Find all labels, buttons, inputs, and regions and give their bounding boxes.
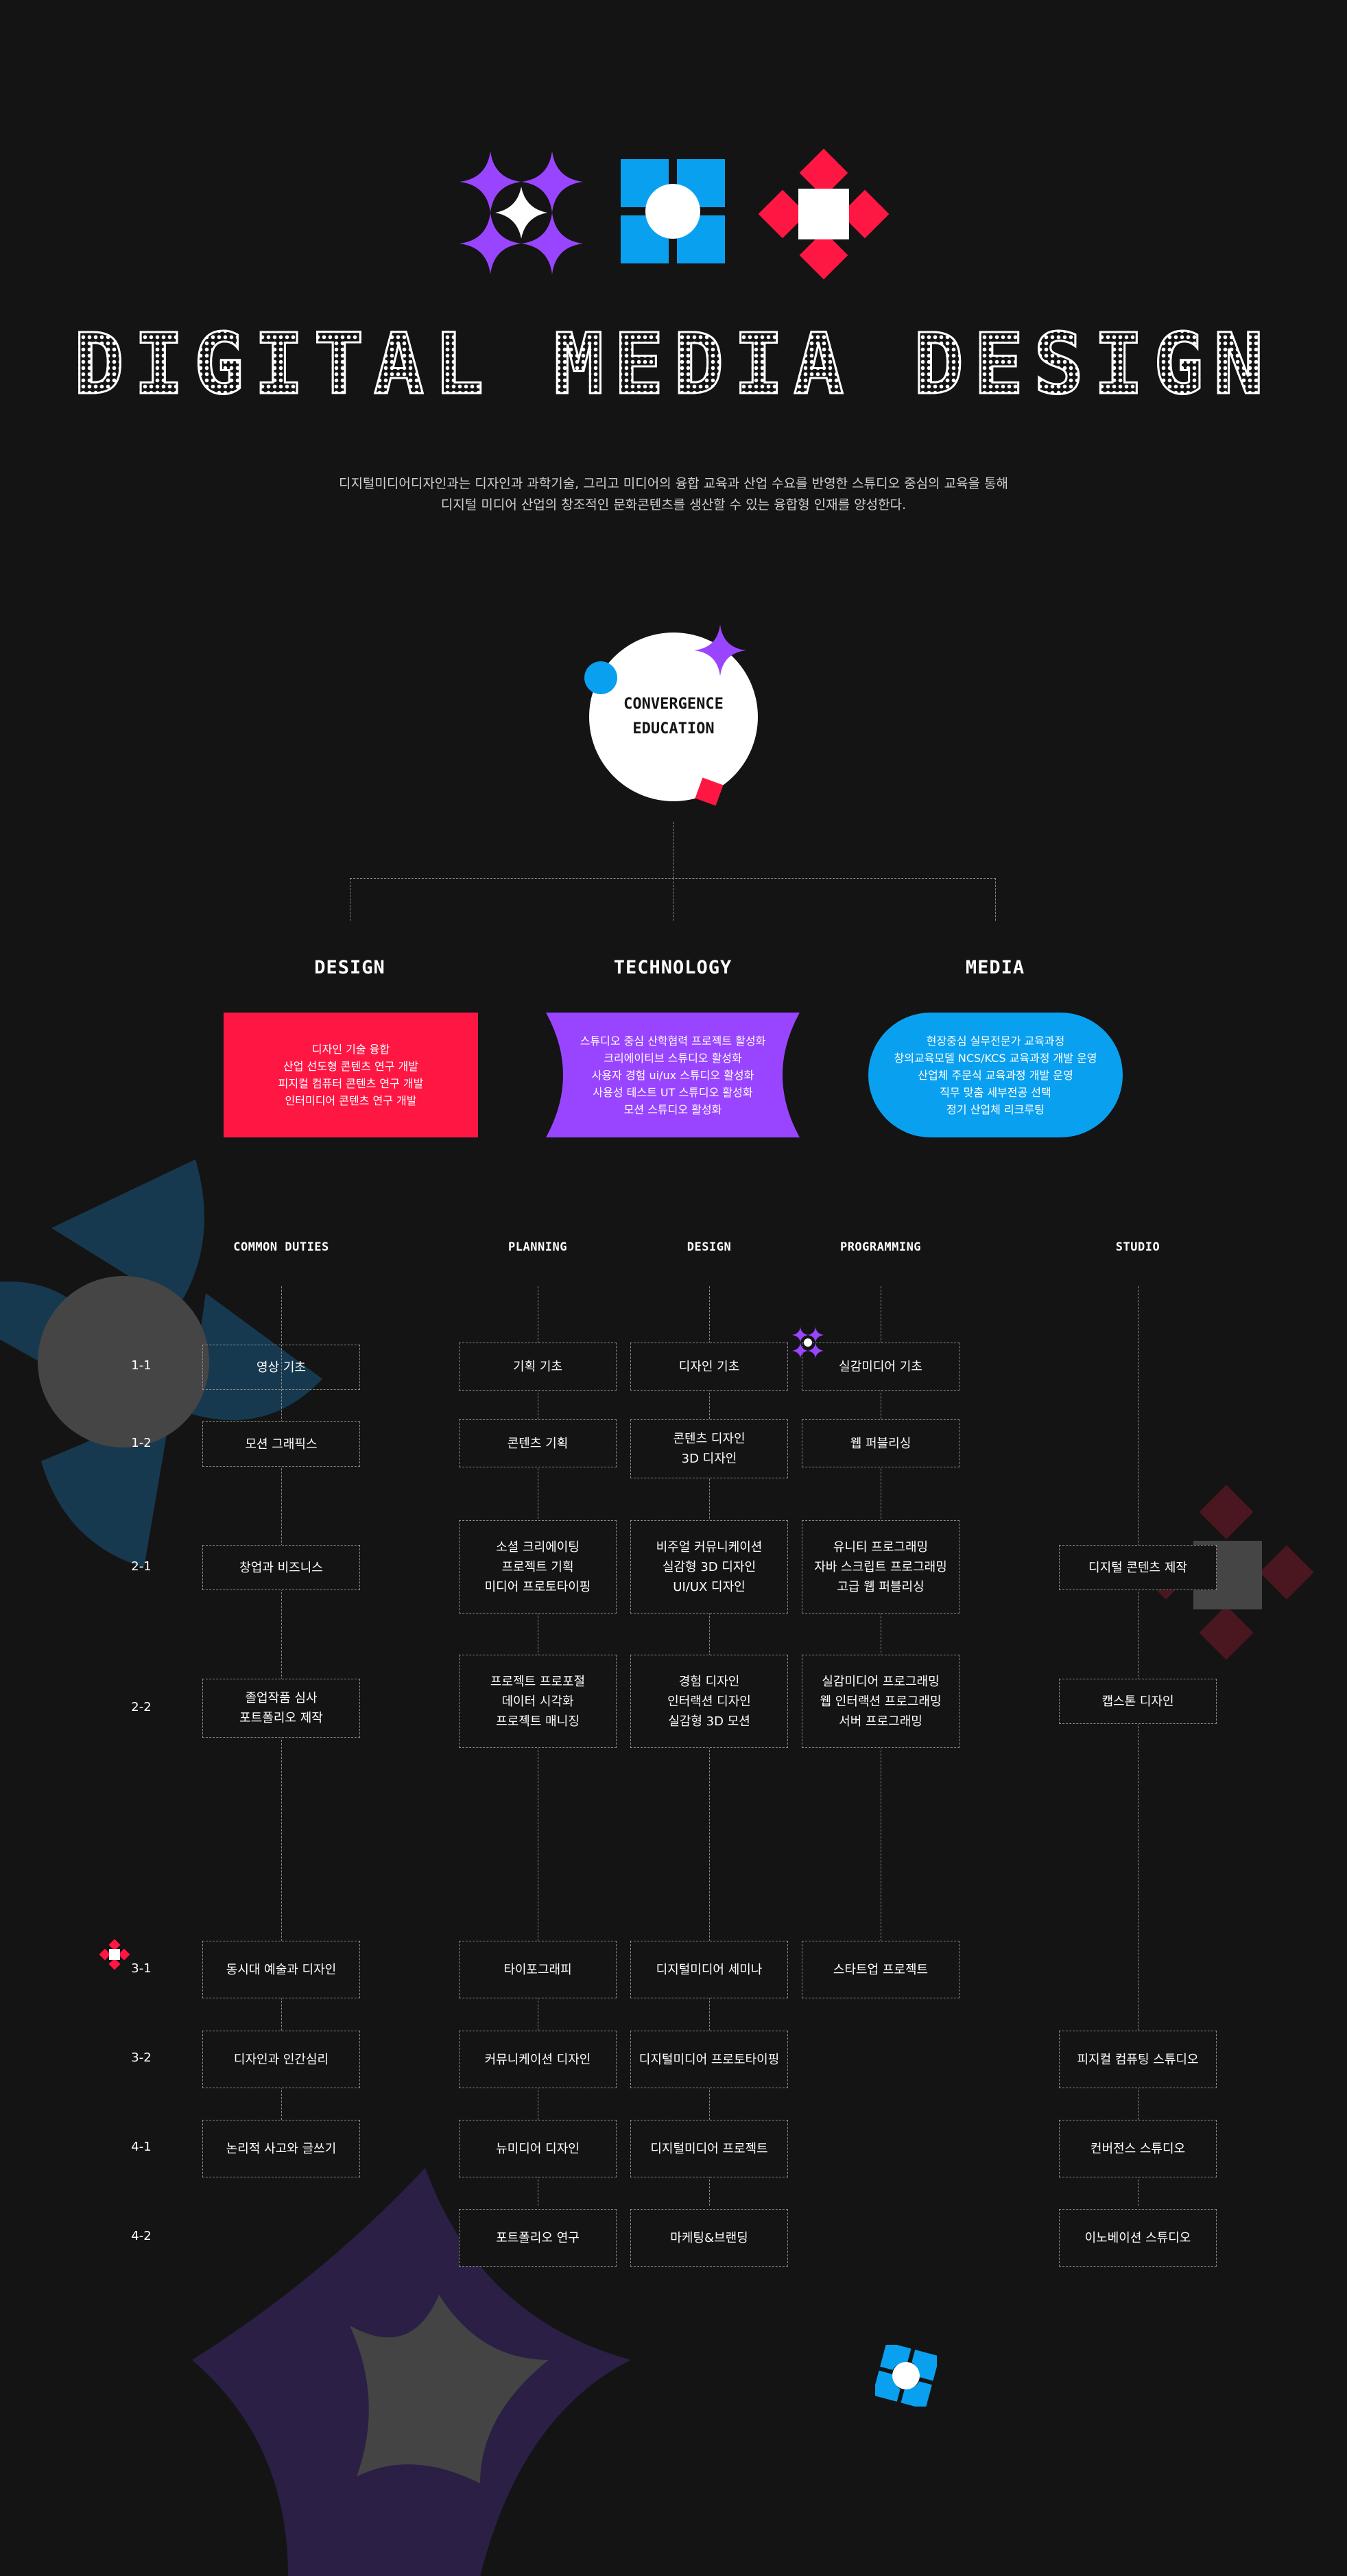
- course-box: 프로젝트 프로포절 데이터 시각화 프로젝트 매니징: [459, 1655, 617, 1748]
- small-blue-pinwheel-icon: [875, 2345, 937, 2407]
- course-box: 기획 기초: [459, 1343, 617, 1391]
- semester-label: 2-1: [131, 1559, 152, 1574]
- page-title: DIGITAL MEDIA DESIGN: [0, 315, 1347, 414]
- semester-label: 3-1: [131, 1961, 152, 1976]
- semester-label: 4-2: [131, 2229, 152, 2243]
- course-box: 커뮤니케이션 디자인: [459, 2031, 617, 2088]
- column-head-studio: STUDIO: [1115, 1240, 1160, 1254]
- branch-box-design: 디자인 기술 융합 산업 선도형 콘텐츠 연구 개발 피지컬 컴퓨터 콘텐츠 연…: [224, 1013, 478, 1137]
- course-box: 졸업작품 심사 포트폴리오 제작: [202, 1679, 360, 1738]
- course-box: 캡스톤 디자인: [1059, 1679, 1217, 1724]
- technology-box-shape: [546, 1013, 800, 1137]
- branch-title-technology: TECHNOLOGY: [613, 957, 732, 978]
- media-line-5: 정기 산업체 리크루팅: [946, 1102, 1045, 1116]
- design-line-2: 산업 선도형 콘텐츠 연구 개발: [283, 1060, 418, 1073]
- convergence-line-1: CONVERGENCE: [623, 696, 724, 713]
- branch-title-media: MEDIA: [965, 957, 1025, 978]
- course-box: 실감미디어 프로그래밍 웹 인터랙션 프로그래밍 서버 프로그래밍: [802, 1655, 959, 1748]
- convergence-decor: [584, 624, 746, 806]
- course-box: 디지털미디어 프로젝트: [630, 2120, 788, 2177]
- media-line-3: 산업체 주문식 교육과정 개발 운영: [918, 1068, 1073, 1082]
- design-line-3: 피지컬 컴퓨터 콘텐츠 연구 개발: [278, 1077, 424, 1090]
- course-box: 모션 그래픽스: [202, 1421, 360, 1467]
- red-diamond-icon: [759, 149, 889, 279]
- course-box: 디지털미디어 프로토타이핑: [630, 2031, 788, 2088]
- convergence-line-2: EDUCATION: [632, 720, 715, 737]
- media-line-4: 직무 맞춤 세부전공 선택: [940, 1085, 1051, 1099]
- column-head-planning: PLANNING: [508, 1240, 567, 1254]
- course-box: 디지털미디어 세미나: [630, 1941, 788, 1998]
- intro-text: 디지털미디어디자인과는 디자인과 과학기술, 그리고 미디어의 융합 교육과 산…: [0, 473, 1347, 516]
- semester-label: 4-1: [131, 2140, 152, 2154]
- course-box: 콘텐츠 디자인 3D 디자인: [630, 1419, 788, 1478]
- branch-box-media: 현장중심 실무전문가 교육과정 창의교육모델 NCS/KCS 교육과정 개발 운…: [868, 1013, 1123, 1137]
- branch-box-technology: 스튜디오 중심 산학협력 프로젝트 활성화 크리에이티브 스튜디오 활성화 사용…: [546, 1013, 800, 1137]
- semester-label: 2-2: [131, 1700, 152, 1714]
- grey-disc-decor: [38, 1276, 209, 1447]
- course-box: 뉴미디어 디자인: [459, 2120, 617, 2177]
- tree-leg-technology: [673, 878, 674, 921]
- technology-line-2: 크리에이티브 스튜디오 활성화: [604, 1051, 742, 1065]
- convergence-circle: CONVERGENCE EDUCATION: [589, 633, 758, 801]
- column-head-design: DESIGN: [687, 1240, 732, 1254]
- course-box: 논리적 사고와 글쓰기: [202, 2120, 360, 2177]
- column-head-programming: PROGRAMMING: [839, 1240, 922, 1254]
- small-red-diamond-icon: [99, 1939, 130, 1970]
- navy-pinwheel-decor: [0, 1159, 322, 1568]
- course-box: 디자인 기초: [630, 1343, 788, 1391]
- course-box: 콘텐츠 기획: [459, 1419, 617, 1467]
- blue-pinwheel-icon: [621, 159, 725, 263]
- tree-leg-media: [995, 878, 996, 921]
- tree-trunk-line: [673, 822, 674, 878]
- branch-title-design: DESIGN: [314, 957, 385, 978]
- course-box: 스타트업 프로젝트: [802, 1941, 959, 1998]
- course-box: 영상 기초: [202, 1345, 360, 1390]
- course-box: 디지털 콘텐츠 제작: [1059, 1545, 1217, 1590]
- design-line-4: 인터미디어 콘텐츠 연구 개발: [285, 1094, 417, 1107]
- course-box: 실감미디어 기초: [802, 1343, 959, 1391]
- course-box: 디자인과 인간심리: [202, 2031, 360, 2088]
- course-box: 피지컬 컴퓨팅 스튜디오: [1059, 2031, 1217, 2088]
- course-box: 동시대 예술과 디자인: [202, 1941, 360, 1998]
- technology-line-1: 스튜디오 중심 산학협력 프로젝트 활성화: [580, 1034, 766, 1048]
- design-line-1: 디자인 기술 융합: [311, 1043, 390, 1056]
- intro-line-2: 디지털 미디어 산업의 창조적인 문화콘텐츠를 생산할 수 있는 융합형 인재를…: [440, 497, 907, 512]
- intro-line-1: 디지털미디어디자인과는 디자인과 과학기술, 그리고 미디어의 융합 교육과 산…: [338, 476, 1009, 491]
- course-box: 웹 퍼블리싱: [802, 1419, 959, 1467]
- course-box: 포트폴리오 연구: [459, 2209, 617, 2267]
- course-box: 비주얼 커뮤니케이션 실감형 3D 디자인 UI/UX 디자인: [630, 1520, 788, 1614]
- semester-label: 3-2: [131, 2051, 152, 2065]
- course-box: 창업과 비즈니스: [202, 1545, 360, 1590]
- technology-line-3: 사용자 경험 ui/ux 스튜디오 활성화: [591, 1068, 754, 1082]
- course-box: 마케팅&브랜딩: [630, 2209, 788, 2267]
- course-box: 이노베이션 스튜디오: [1059, 2209, 1217, 2267]
- course-box: 타이포그래피: [459, 1941, 617, 1998]
- dark-purple-sparkle-decor: [192, 2168, 631, 2576]
- course-box: 경험 디자인 인터랙션 디자인 실감형 3D 모션: [630, 1655, 788, 1748]
- column-line-studio: [1138, 1286, 1139, 2206]
- technology-line-4: 사용성 테스트 UT 스튜디오 활성화: [593, 1085, 753, 1099]
- course-box: 유니티 프로그래밍 자바 스크립트 프로그래밍 고급 웹 퍼블리싱: [802, 1520, 959, 1614]
- media-line-2: 창의교육모델 NCS/KCS 교육과정 개발 운영: [894, 1051, 1097, 1065]
- course-box: 소셜 크리에이팅 프로젝트 기획 미디어 프로토타이핑: [459, 1520, 617, 1614]
- small-purple-sparkle-icon: [792, 1327, 824, 1358]
- semester-label: 1-1: [131, 1358, 152, 1373]
- technology-line-5: 모션 스튜디오 활성화: [623, 1102, 722, 1116]
- course-box: 컨버전스 스튜디오: [1059, 2120, 1217, 2177]
- column-head-common: COMMON DUTIES: [233, 1240, 329, 1254]
- semester-label: 1-2: [131, 1436, 152, 1450]
- media-line-1: 현장중심 실무전문가 교육과정: [926, 1034, 1065, 1048]
- purple-sparkle-icon: [460, 151, 583, 274]
